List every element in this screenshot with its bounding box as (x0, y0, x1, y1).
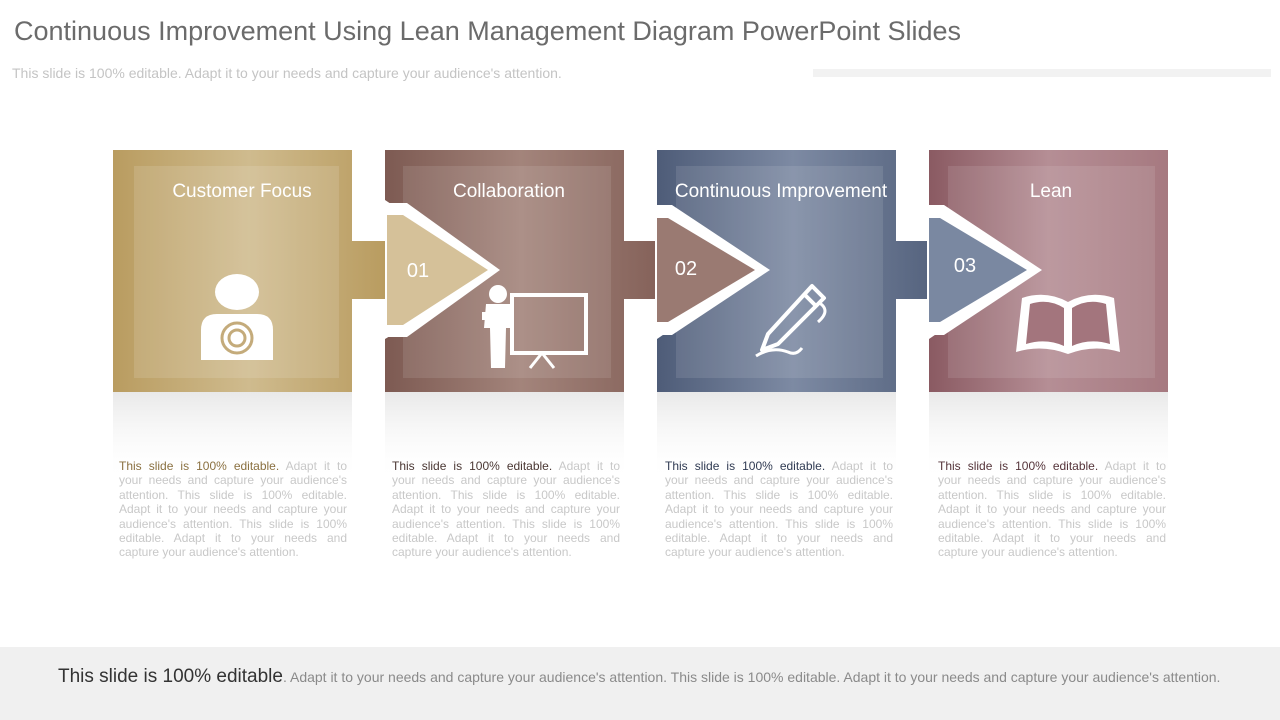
presenter-board-icon (482, 285, 588, 369)
card-title-customer-focus: Customer Focus (172, 181, 312, 202)
description-lead: This slide is 100% editable. (392, 459, 553, 473)
card-reflection-2 (385, 392, 624, 482)
card-description-collaboration: This slide is 100% editable. Adapt it to… (392, 459, 620, 560)
card-title-lean: Lean (1029, 181, 1073, 202)
arrow-01-shape (385, 203, 500, 337)
footer-bar (0, 647, 1280, 720)
card-description-lean: This slide is 100% editable. Adapt it to… (938, 459, 1166, 560)
arrow-03-shape (927, 205, 1042, 335)
step-number-02: 02 (674, 258, 698, 280)
footer-lead: This slide is 100% editable (58, 666, 283, 687)
description-lead: This slide is 100% editable. (119, 459, 280, 473)
card-reflection-3 (657, 392, 896, 482)
card-description-continuous-improvement: This slide is 100% editable. Adapt it to… (665, 459, 893, 560)
description-body: Adapt it to your needs and capture your … (119, 459, 347, 560)
card-title-continuous-improvement: Continuous Improvement (674, 181, 888, 202)
slide-subtitle: This slide is 100% editable. Adapt it to… (12, 65, 562, 81)
open-book-icon (1016, 294, 1120, 354)
step-number-03: 03 (953, 255, 977, 277)
arrow-02-shape (655, 205, 770, 335)
description-lead: This slide is 100% editable. (665, 459, 826, 473)
description-lead: This slide is 100% editable. (938, 459, 1099, 473)
person-target-icon (201, 274, 273, 360)
header-divider-bar (813, 69, 1271, 77)
description-body: Adapt it to your needs and capture your … (665, 459, 893, 560)
card-title-collaboration: Collaboration (453, 181, 565, 202)
card-reflection-1 (113, 392, 352, 482)
slide-title: Continuous Improvement Using Lean Manage… (14, 16, 961, 46)
description-body: Adapt it to your needs and capture your … (392, 459, 620, 560)
card-description-customer-focus: This slide is 100% editable. Adapt it to… (119, 459, 347, 560)
pen-icon (755, 284, 827, 358)
step-number-01: 01 (406, 260, 430, 282)
card-reflection-4 (929, 392, 1168, 482)
footer-text: This slide is 100% editable. Adapt it to… (58, 666, 1220, 688)
card-collaboration-shape (385, 150, 657, 392)
description-body: Adapt it to your needs and capture your … (938, 459, 1166, 560)
footer-body: . Adapt it to your needs and capture you… (282, 669, 1221, 685)
